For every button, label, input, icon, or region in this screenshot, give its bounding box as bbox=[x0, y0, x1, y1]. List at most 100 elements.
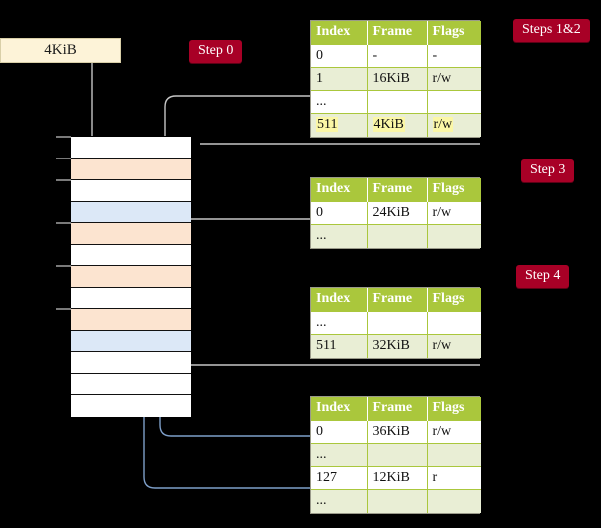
table-cell-frame: 36KiB bbox=[367, 420, 428, 444]
table-row: ... bbox=[311, 90, 481, 114]
column-header-frame: Frame bbox=[367, 21, 428, 45]
memory-frame-row bbox=[71, 223, 191, 245]
table-row: 0-- bbox=[311, 44, 481, 68]
badge-step-0: Step 0 bbox=[189, 40, 243, 63]
table-row: ... bbox=[311, 224, 481, 248]
table-cell-index: 1 bbox=[311, 67, 368, 91]
source-frame-box: 4KiB bbox=[0, 38, 121, 63]
memory-frame-row bbox=[71, 201, 191, 223]
memory-frame-row bbox=[71, 395, 191, 417]
table-cell-index: ... bbox=[311, 90, 368, 114]
memory-frame-row bbox=[71, 137, 191, 159]
badge-step-3-label: Step 3 bbox=[530, 162, 566, 177]
table-cell-frame: 24KiB bbox=[367, 201, 428, 225]
table-cell-index: 511 bbox=[311, 334, 368, 358]
table-cell-index: ... bbox=[311, 224, 368, 248]
memory-frame-row bbox=[71, 158, 191, 180]
table-cell-frame: 12KiB bbox=[367, 466, 428, 490]
table-cell-flags: - bbox=[427, 44, 481, 68]
badge-step-4-label: Step 4 bbox=[525, 268, 561, 283]
memory-tick bbox=[56, 136, 71, 138]
memory-frame-row bbox=[71, 287, 191, 309]
table-cell-frame bbox=[367, 224, 428, 248]
memory-frame-row bbox=[71, 309, 191, 331]
table-cell-frame bbox=[367, 311, 428, 335]
memory-frame-row bbox=[71, 180, 191, 202]
badge-step-4: Step 4 bbox=[516, 265, 570, 288]
table-cell-index: ... bbox=[311, 443, 368, 467]
table-row: ... bbox=[311, 489, 481, 513]
column-header-frame: Frame bbox=[367, 288, 428, 312]
table-cell-flags: r bbox=[427, 466, 481, 490]
highlight-mark: 511 bbox=[316, 116, 339, 132]
column-header-flags: Flags bbox=[427, 397, 481, 421]
table-row: 511 4KiB r/w bbox=[311, 113, 481, 137]
memory-frame-row bbox=[71, 373, 191, 395]
column-header-flags: Flags bbox=[427, 288, 481, 312]
column-header-index: Index bbox=[311, 397, 368, 421]
table-cell-flags: r/w bbox=[427, 113, 481, 137]
memory-frame-row bbox=[71, 244, 191, 266]
memory-frame-row bbox=[71, 352, 191, 374]
badge-step-3: Step 3 bbox=[521, 159, 575, 182]
column-header-index: Index bbox=[311, 288, 368, 312]
memory-tick bbox=[56, 179, 71, 181]
column-header-frame: Frame bbox=[367, 178, 428, 202]
memory-tick bbox=[56, 222, 71, 224]
column-header-index: Index bbox=[311, 21, 368, 45]
table-cell-flags: r/w bbox=[427, 334, 481, 358]
table-cell-flags bbox=[427, 443, 481, 467]
memory-frame-row bbox=[71, 266, 191, 288]
highlight-mark: 4KiB bbox=[372, 116, 405, 132]
column-header-frame: Frame bbox=[367, 397, 428, 421]
table-cell-flags: r/w bbox=[427, 201, 481, 225]
table-cell-index: 511 bbox=[311, 113, 368, 137]
physical-memory-stack bbox=[70, 136, 191, 417]
badge-steps-1-2-label: Steps 1&2 bbox=[522, 22, 581, 37]
highlight-mark: r/w bbox=[432, 116, 454, 132]
table-cell-frame bbox=[367, 443, 428, 467]
badge-step-0-label: Step 0 bbox=[198, 43, 234, 58]
table-cell-frame: 16KiB bbox=[367, 67, 428, 91]
table-cell-flags bbox=[427, 224, 481, 248]
table-cell-frame bbox=[367, 489, 428, 513]
table-row: ... bbox=[311, 443, 481, 467]
table-cell-index: ... bbox=[311, 489, 368, 513]
table-cell-flags bbox=[427, 90, 481, 114]
column-header-flags: Flags bbox=[427, 178, 481, 202]
table-cell-flags bbox=[427, 311, 481, 335]
table-cell-frame: 4KiB bbox=[367, 113, 428, 137]
badge-steps-1-2: Steps 1&2 bbox=[513, 19, 590, 42]
table-cell-flags bbox=[427, 489, 481, 513]
table-row: ... bbox=[311, 311, 481, 335]
table-cell-frame bbox=[367, 90, 428, 114]
table-cell-index: 0 bbox=[311, 420, 368, 444]
memory-tick bbox=[56, 157, 71, 159]
table-cell-frame: 32KiB bbox=[367, 334, 428, 358]
table-cell-index: 127 bbox=[311, 466, 368, 490]
table-cell-index: ... bbox=[311, 311, 368, 335]
memory-tick bbox=[56, 308, 71, 310]
table-cell-frame: - bbox=[367, 44, 428, 68]
memory-tick bbox=[56, 265, 71, 267]
table-cell-index: 0 bbox=[311, 44, 368, 68]
table-cell-flags: r/w bbox=[427, 420, 481, 444]
column-header-flags: Flags bbox=[427, 21, 481, 45]
source-frame-label: 4KiB bbox=[44, 42, 77, 58]
table-cell-flags: r/w bbox=[427, 67, 481, 91]
memory-frame-row bbox=[71, 330, 191, 352]
